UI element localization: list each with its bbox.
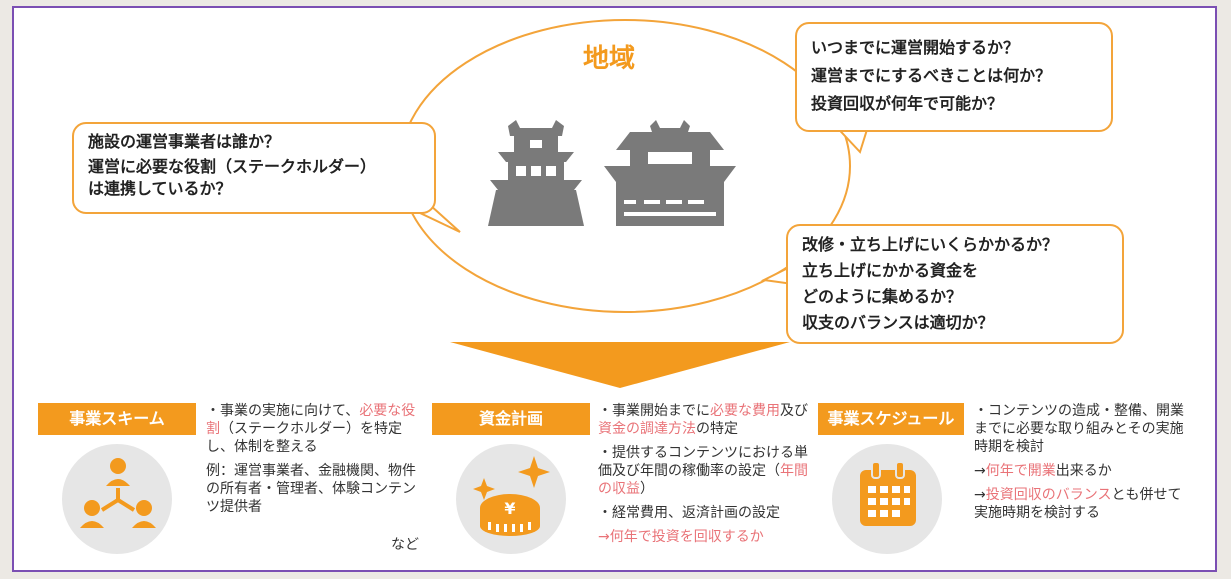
timeline-text-2c: 出来るか bbox=[1055, 463, 1112, 479]
timeline-text-2a: → bbox=[974, 463, 986, 479]
funding-question-2: 立ち上げにかかる資金を bbox=[802, 261, 979, 280]
scheme-tag: 事業スキーム bbox=[38, 403, 196, 435]
calendar-icon bbox=[860, 462, 916, 526]
temple-icon bbox=[604, 120, 736, 226]
operator-question-1: 施設の運営事業者は誰か？ bbox=[88, 132, 281, 151]
scheme-example: 例：運営事業者、金融機関、物件の所有者・管理者、体験コンテンツ提供者 bbox=[206, 463, 416, 515]
timeline-text-3a: → bbox=[974, 487, 986, 503]
plan-text-1a: ・事業開始までに bbox=[598, 403, 710, 419]
timeline-text-3c: とも併せて実施時期を検討する bbox=[974, 487, 1182, 521]
schedule-question-2: 運営までにするべきことは何か？ bbox=[811, 66, 1052, 85]
funding-question-1: 改修・立ち上げにいくらかかるか？ bbox=[802, 235, 1059, 254]
plan-text-2a: ・提供するコンテンツにおける単価及び年間の稼働率の設定（ bbox=[598, 445, 808, 479]
schedule-question-bubble: いつまでに運営開始するか？ 運営までにするべきことは何か？ 投資回収が何年で可能… bbox=[795, 22, 1113, 132]
plan-text-1e: の特定 bbox=[696, 421, 738, 437]
operator-question-2: 運営に必要な役割（ステークホルダー） bbox=[88, 157, 377, 176]
timeline-text-3b: 投資回収のバランス bbox=[985, 487, 1112, 503]
plan-text-4: →何年で投資を回収するか bbox=[598, 529, 764, 545]
yen-coin-icon: ¥ bbox=[473, 456, 550, 536]
plan-description: ・事業開始までに必要な費用及び資金の調達方法の特定 ・提供するコンテンツにおける… bbox=[598, 402, 810, 552]
scheme-text-1a: ・事業の実施に向けて、 bbox=[206, 403, 360, 419]
timeline-description: ・コンテンツの造成・整備、開業までに必要な取り組みとその実施時期を検討 →何年で… bbox=[974, 402, 1194, 528]
timeline-text-2b: 何年で開業 bbox=[985, 463, 1056, 479]
region-title: 地域 bbox=[583, 44, 636, 74]
scheme-text-1b: 必要な役割 bbox=[206, 403, 416, 437]
scheme-text-1c: （ステークホルダー）を特定し、体制を整える bbox=[206, 421, 402, 455]
scheme-description: ・事業の実施に向けて、必要な役割（ステークホルダー）を特定し、体制を整える 例：… bbox=[206, 402, 424, 522]
schedule-question-1: いつまでに運営開始するか？ bbox=[811, 38, 1020, 57]
funding-question-bubble: 改修・立ち上げにいくらかかるか？ 立ち上げにかかる資金を どのように集めるか？ … bbox=[786, 224, 1124, 344]
plan-tag: 資金計画 bbox=[432, 403, 590, 435]
plan-text-2b: 年間の収益 bbox=[598, 463, 808, 497]
plan-text-1c: 及び bbox=[780, 403, 808, 419]
timeline-text-1: ・コンテンツの造成・整備、開業までに必要な取り組みとその実施時期を検討 bbox=[974, 403, 1184, 455]
operator-question-3: は連携しているか？ bbox=[88, 179, 232, 198]
stakeholder-network-icon bbox=[80, 458, 156, 528]
schedule-question-3: 投資回収が何年で可能か？ bbox=[811, 94, 1004, 113]
scheme-etc: など bbox=[391, 537, 419, 553]
timeline-tag: 事業スケジュール bbox=[818, 403, 964, 435]
plan-text-1d: 資金の調達方法 bbox=[598, 421, 696, 437]
down-arrow bbox=[450, 342, 790, 388]
plan-text-1b: 必要な費用 bbox=[710, 403, 780, 419]
funding-question-4: 収支のバランスは適切か？ bbox=[802, 313, 994, 332]
plan-text-2c: ） bbox=[640, 481, 654, 497]
castle-icon bbox=[488, 120, 584, 226]
svg-text:¥: ¥ bbox=[504, 499, 515, 518]
operator-question-bubble: 施設の運営事業者は誰か？ 運営に必要な役割（ステークホルダー） は連携しているか… bbox=[72, 122, 436, 214]
funding-question-3: どのように集めるか？ bbox=[802, 287, 963, 306]
plan-text-3: ・経常費用、返済計画の設定 bbox=[598, 505, 780, 521]
